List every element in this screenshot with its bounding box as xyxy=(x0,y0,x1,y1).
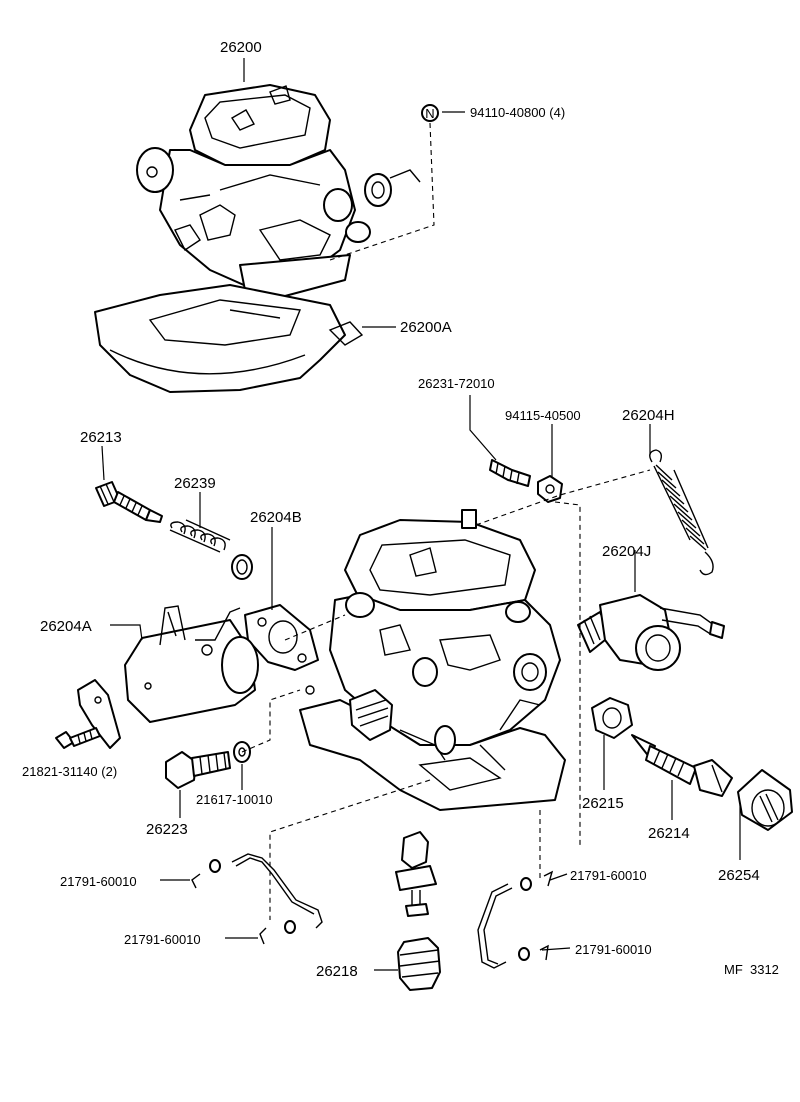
nut-26215-drawing xyxy=(591,697,633,739)
nut-94115-drawing xyxy=(537,475,563,503)
figure-code: MF 3312 xyxy=(724,962,779,977)
dashed-line-bolt xyxy=(241,689,301,753)
dashed-line-gasket xyxy=(284,614,346,641)
part-label-26204J: 26204J xyxy=(602,543,651,560)
part-label-26204A: 26204A xyxy=(40,618,92,635)
part-label-21821-31140: 21821-31140 (2) xyxy=(22,764,117,779)
screw-26214-drawing xyxy=(631,734,733,797)
part-label-26214: 26214 xyxy=(648,825,690,842)
carburetor-assembly-drawing xyxy=(136,84,421,301)
spring-26239-drawing xyxy=(169,519,231,553)
dashed-line-left-link xyxy=(269,779,431,920)
dashed-line-n-nut xyxy=(329,122,435,261)
accelerator-pump-26218-drawing xyxy=(395,831,441,991)
part-label-26223: 26223 xyxy=(146,821,188,838)
part-label-26204H: 26204H xyxy=(622,407,675,424)
idle-screw-26213-drawing xyxy=(95,481,163,523)
svg-text:N: N xyxy=(425,106,434,121)
part-label-21791-60010-b: 21791-60010 xyxy=(570,868,647,883)
carburetor-body-drawing xyxy=(299,509,566,811)
part-label-21617-10010: 21617-10010 xyxy=(196,792,273,807)
nut-n-marker-icon: N xyxy=(421,104,439,122)
part-label-94115-40500: 94115-40500 xyxy=(505,408,581,423)
solenoid-26204A-drawing xyxy=(124,605,259,723)
part-label-26215: 26215 xyxy=(582,795,624,812)
screw-26231-drawing xyxy=(489,459,531,487)
pump-link-right-drawing xyxy=(477,870,554,969)
bracket-drawing xyxy=(77,679,121,749)
part-label-94110-40800: 94110-40800 (4) xyxy=(470,105,565,120)
dashed-line-spring-mount xyxy=(475,469,651,526)
part-label-26218: 26218 xyxy=(316,963,358,980)
o-ring-drawing xyxy=(231,554,253,580)
part-label-26204B: 26204B xyxy=(250,509,302,526)
screw-21821-drawing xyxy=(55,727,101,749)
part-label-21791-60010-c: 21791-60010 xyxy=(124,932,201,947)
part-label-26213: 26213 xyxy=(80,429,122,446)
part-label-21791-60010-d: 21791-60010 xyxy=(575,942,652,957)
dashed-line-nut-mount xyxy=(554,501,581,845)
spring-26204H-drawing xyxy=(649,449,714,576)
pump-link-left-drawing xyxy=(191,853,323,945)
part-label-21791-60010-a: 21791-60010 xyxy=(60,874,137,889)
part-label-26231-72010: 26231-72010 xyxy=(418,376,495,391)
part-label-26239: 26239 xyxy=(174,475,216,492)
carburetor-insulator-drawing xyxy=(94,284,364,393)
part-label-26254: 26254 xyxy=(718,867,760,884)
part-label-26200A: 26200A xyxy=(400,319,452,336)
leader-lines xyxy=(101,58,741,971)
bolt-26223-drawing xyxy=(165,751,231,789)
part-label-26200: 26200 xyxy=(220,39,262,56)
fitting-26204J-drawing xyxy=(577,594,725,671)
sleeve-26254-drawing xyxy=(737,769,793,831)
